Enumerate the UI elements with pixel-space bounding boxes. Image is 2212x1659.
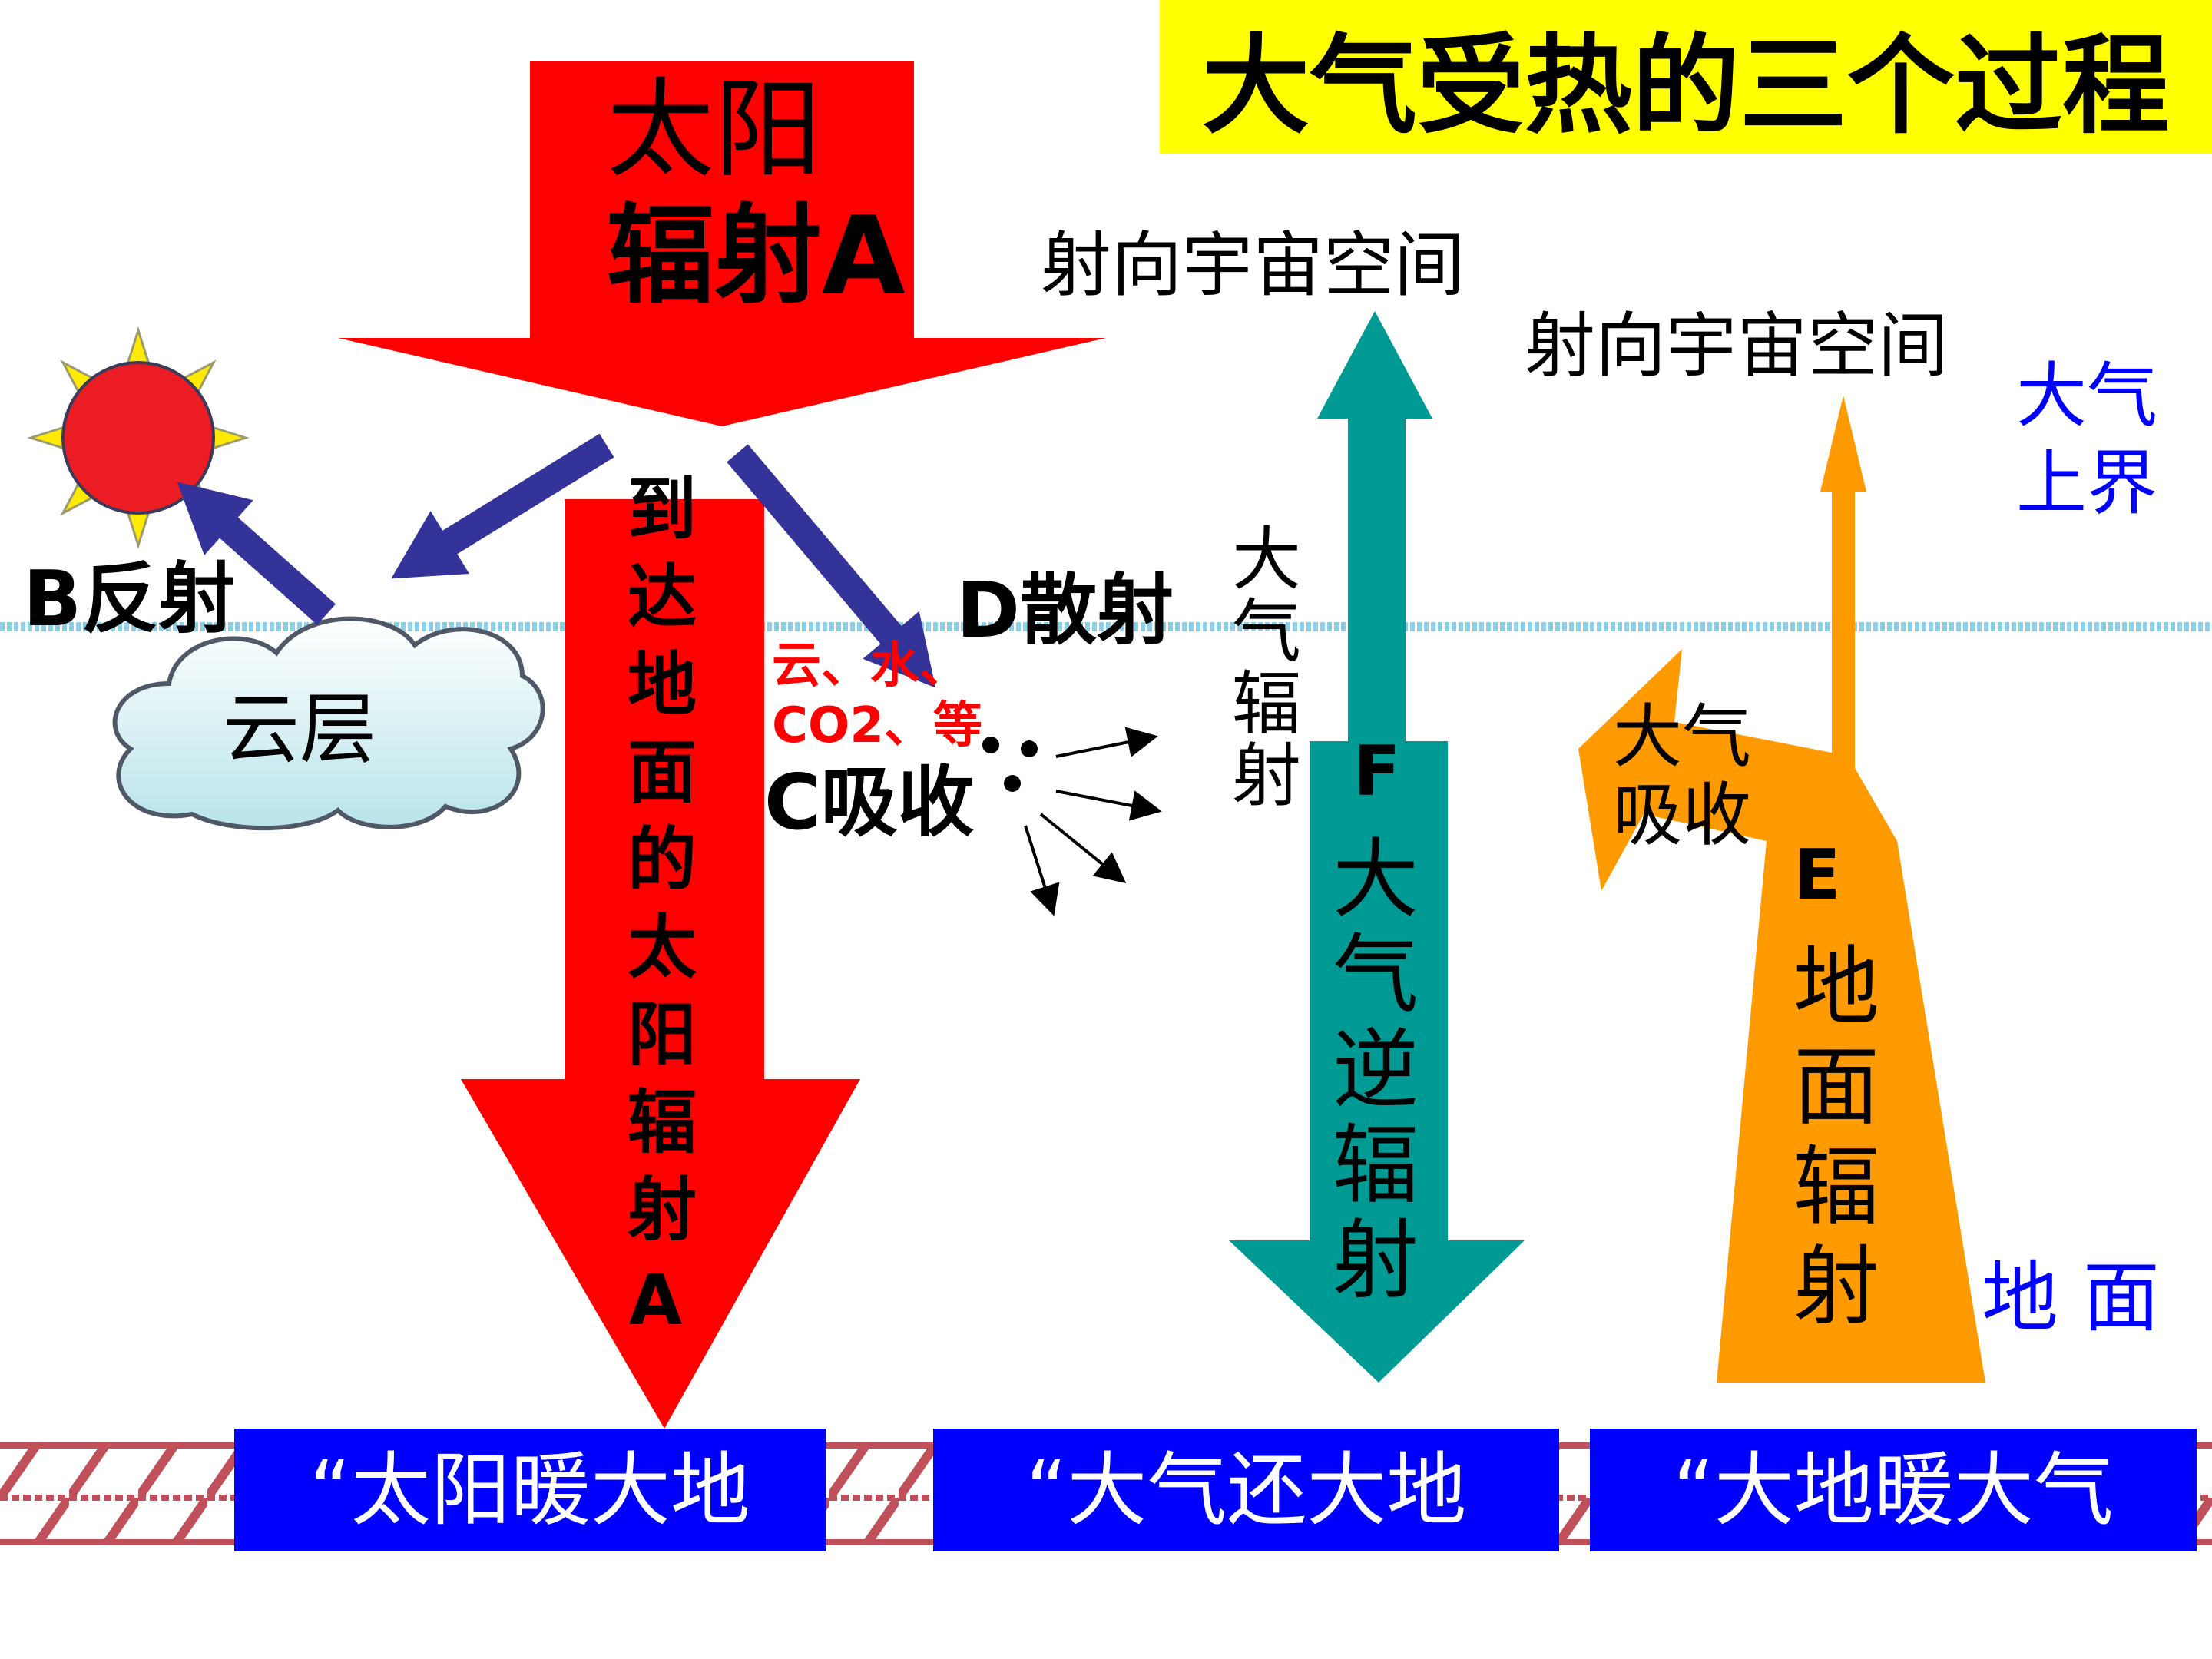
solar-radiation-line1: 太阳 bbox=[607, 68, 823, 193]
atmosphere-absorption-line1: 大气 bbox=[1613, 697, 1751, 777]
banner-atmosphere-bg bbox=[933, 1429, 1559, 1551]
counter-radiation-letter: F bbox=[1353, 731, 1401, 812]
to-space-label-right: 射向宇宙空间 bbox=[1525, 305, 1949, 387]
atmospheric-radiation-arrow bbox=[1317, 311, 1432, 745]
solar-radiation-line2: 辐射A bbox=[607, 194, 906, 319]
blue-arrows bbox=[177, 433, 936, 688]
title-bg bbox=[1160, 0, 2212, 154]
ground-radiation-arrow bbox=[1578, 396, 1985, 1382]
atmosphere-top-line2: 上界 bbox=[2016, 442, 2158, 525]
scatter-to-cloud-arrow bbox=[391, 433, 614, 579]
banner-atmosphere-returns-earth: “大气还大地 bbox=[1025, 1443, 1467, 1537]
ground-label: 地 面 bbox=[1982, 1253, 2160, 1343]
to-space-label-left: 射向宇宙空间 bbox=[1041, 224, 1465, 306]
atmosphere-absorption-line2: 吸收 bbox=[1613, 775, 1751, 856]
scattering-particles bbox=[982, 727, 1162, 916]
absorption-arrow bbox=[727, 444, 936, 688]
absorbers-line2: CO2、等 bbox=[772, 697, 982, 754]
absorption-label: C吸收 bbox=[764, 757, 975, 847]
banner-solar-warms-earth: “太阳暖大地 bbox=[310, 1443, 750, 1537]
absorbers-line1: 云、水、 bbox=[772, 637, 969, 694]
atmospheric-radiation-label: 大气辐射 bbox=[1220, 522, 1300, 811]
banner-solar-bg bbox=[234, 1429, 826, 1551]
cloud-reflect-arrow bbox=[177, 482, 336, 625]
scattering-label: D散射 bbox=[956, 565, 1174, 655]
solar-radiation-label: 太阳 辐射A bbox=[607, 77, 905, 310]
cloud-layer-label: 云层 bbox=[223, 684, 376, 774]
atmosphere-absorption-label: 大气 吸收 bbox=[1613, 703, 1751, 850]
ground-radiation-label: 地面辐射 bbox=[1779, 941, 1879, 1340]
banner-earth-bg bbox=[1590, 1429, 2197, 1551]
reaching-ground-label: 到达地面的太阳辐射A bbox=[615, 472, 696, 1359]
ground-reaching-radiation-arrow bbox=[461, 499, 860, 1429]
counter-radiation-label: 大气逆辐射 bbox=[1318, 833, 1418, 1310]
reflection-label: B反射 bbox=[23, 554, 236, 644]
counter-radiation-arrow bbox=[1229, 741, 1525, 1382]
absorbers-label: 云、水、 CO2、等 bbox=[772, 641, 982, 750]
page-title: 大气受热的三个过程 bbox=[1201, 24, 2170, 149]
atmosphere-top-line1: 大气 bbox=[2016, 355, 2158, 437]
cloud-icon bbox=[112, 616, 545, 831]
atmosphere-top-label: 大气 上界 bbox=[2016, 361, 2157, 519]
solar-radiation-arrow bbox=[338, 61, 1106, 426]
banner-earth-warms-atmosphere: “大地暖大气 bbox=[1673, 1443, 2114, 1537]
ground-radiation-letter: E bbox=[1793, 835, 1841, 916]
